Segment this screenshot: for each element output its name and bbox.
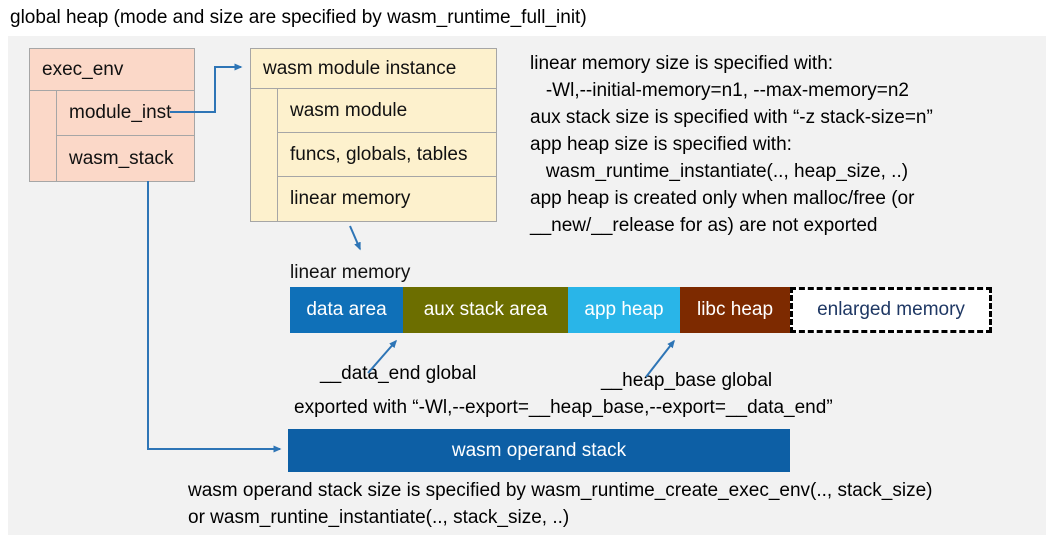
- note-line: app heap size is specified with:: [530, 134, 792, 155]
- note-line: app heap is created only when malloc/fre…: [530, 188, 915, 209]
- linear-memory-bar: data area aux stack area app heap libc h…: [290, 287, 992, 333]
- heap-base-global-label: __heap_base global: [601, 370, 773, 391]
- note-line: -Wl,--initial-memory=n1, --max-memory=n2: [530, 80, 909, 101]
- exec-env-row-wasm-stack: wasm_stack: [56, 136, 194, 181]
- export-flags-label: exported with “-Wl,--export=__heap_base,…: [294, 397, 833, 418]
- segment-app-heap: app heap: [568, 287, 680, 333]
- module-instance-header: wasm module instance: [251, 49, 496, 89]
- note-line: linear memory size is specified with:: [530, 53, 834, 74]
- linear-memory-label: linear memory: [290, 262, 411, 283]
- data-end-global-label: __data_end global: [320, 363, 477, 384]
- note-line: wasm operand stack size is specified by …: [188, 480, 933, 501]
- memory-size-notes: linear memory size is specified with: -W…: [530, 50, 933, 239]
- module-instance-row-linear-memory: linear memory: [277, 177, 496, 221]
- segment-enlarged-memory: enlarged memory: [790, 287, 992, 333]
- exec-env-box: exec_env module_inst wasm_stack: [29, 48, 195, 182]
- exec-env-header: exec_env: [30, 49, 194, 91]
- module-instance-row-wasm-module: wasm module: [277, 89, 496, 133]
- segment-libc-heap: libc heap: [680, 287, 790, 333]
- note-line: wasm_runtime_instantiate(.., heap_size, …: [530, 161, 909, 182]
- segment-aux-stack-area: aux stack area: [403, 287, 568, 333]
- note-line: or wasm_runtine_instantiate(.., stack_si…: [188, 507, 570, 528]
- operand-stack-notes: wasm operand stack size is specified by …: [188, 477, 933, 531]
- diagram-title: global heap (mode and size are specified…: [10, 7, 587, 28]
- module-instance-row-funcs-globals-tables: funcs, globals, tables: [277, 133, 496, 177]
- module-instance-box: wasm module instance wasm module funcs, …: [250, 48, 497, 222]
- note-line: __new/__release for as) are not exported: [530, 215, 878, 236]
- wasm-operand-stack-bar: wasm operand stack: [288, 429, 790, 472]
- note-line: aux stack size is specified with “-z sta…: [530, 107, 933, 128]
- segment-data-area: data area: [290, 287, 403, 333]
- exec-env-row-module-inst: module_inst: [56, 91, 194, 136]
